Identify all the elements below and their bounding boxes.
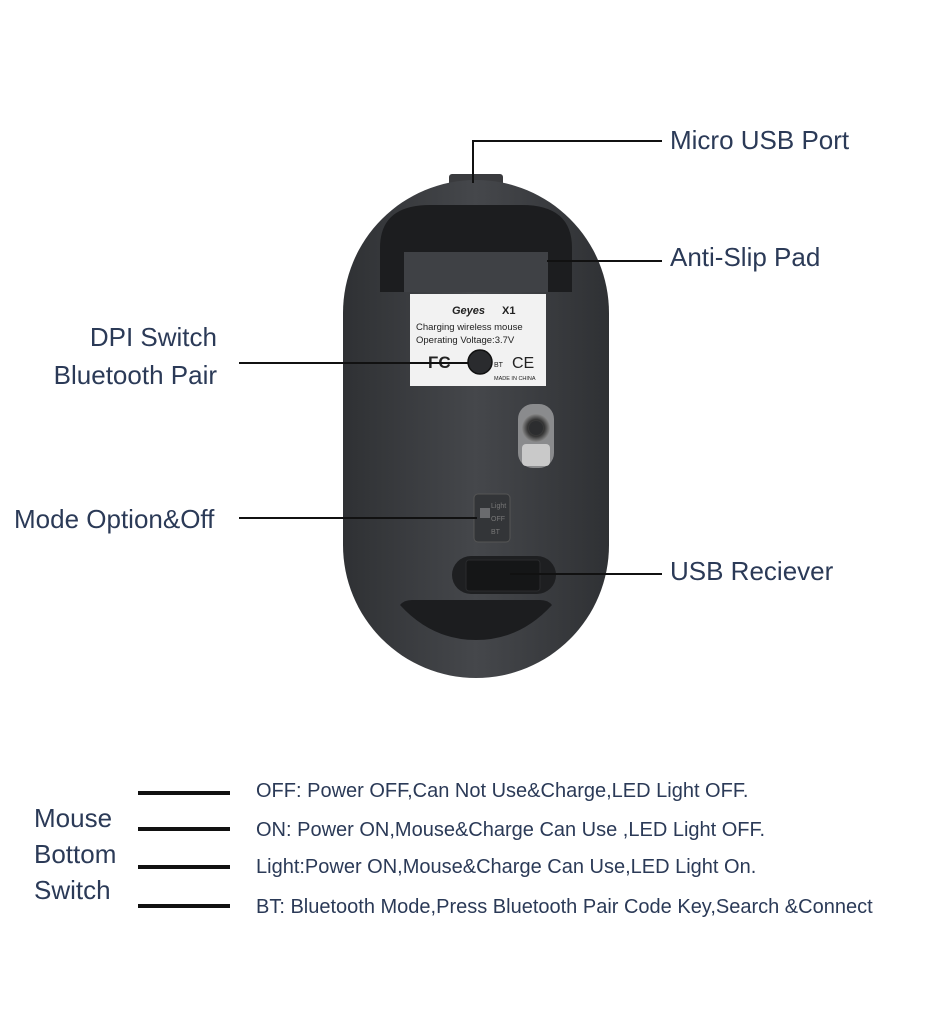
switch-label-bt: BT [491,529,501,536]
bottom-switch-title-line: Bottom [34,839,117,869]
anti-slip-pad-bottom [400,600,552,640]
mode-light-line [138,865,230,869]
mode-on-description: ON: Power ON,Mouse&Charge Can Use ,LED L… [256,819,766,841]
dpi-leader [239,362,469,364]
bluetooth-pair-label: Bluetooth Pair [53,360,217,390]
mode-on-line [138,827,230,831]
label-made: MADE IN CHINA [494,376,536,382]
dpi-switch-label: DPI Switch [89,322,217,352]
mode-bt-line [138,904,230,908]
mode-leader [239,517,477,519]
bottom-switch-title-line: Switch [34,875,111,905]
mode-off-description: OFF: Power OFF,Can Not Use&Charge,LED Li… [256,780,749,802]
optical-sensor [518,404,554,468]
switch-label-off: OFF [491,516,505,523]
mode-option-label: Mode Option&Off [14,504,215,534]
label-line2: Operating Voltage:3.7V [416,335,515,346]
label-line1: Charging wireless mouse [416,322,523,333]
switch-label-light: Light [491,503,506,510]
usb-receiver-label: USB Reciever [670,556,834,586]
micro-usb-port-label: Micro USB Port [670,125,850,155]
micro-usb-leader-vertical [472,141,474,183]
mode-bt-description: BT: Bluetooth Mode,Press Bluetooth Pair … [256,896,873,918]
anti-slip-pad-top [380,205,572,292]
label-model: X1 [502,305,515,317]
micro-usb-leader [472,140,662,142]
label-brand: Geyes [452,305,485,317]
mode-switch[interactable]: Light OFF BT [473,493,511,543]
anti-slip-leader [547,260,662,262]
bottom-switch-title-line: Mouse [34,803,113,833]
label-bt: BT [494,362,504,369]
anti-slip-pad-label: Anti-Slip Pad [670,242,821,272]
usb-receiver-leader [510,573,662,575]
mode-light-description: Light:Power ON,Mouse&Charge Can Use,LED … [256,856,757,878]
dpi-bluetooth-button[interactable] [467,349,493,375]
label-ce: CE [512,355,534,372]
bottom-switch-title: Mouse Bottom Switch [34,800,116,908]
mode-off-line [138,791,230,795]
usb-receiver[interactable] [465,559,541,592]
